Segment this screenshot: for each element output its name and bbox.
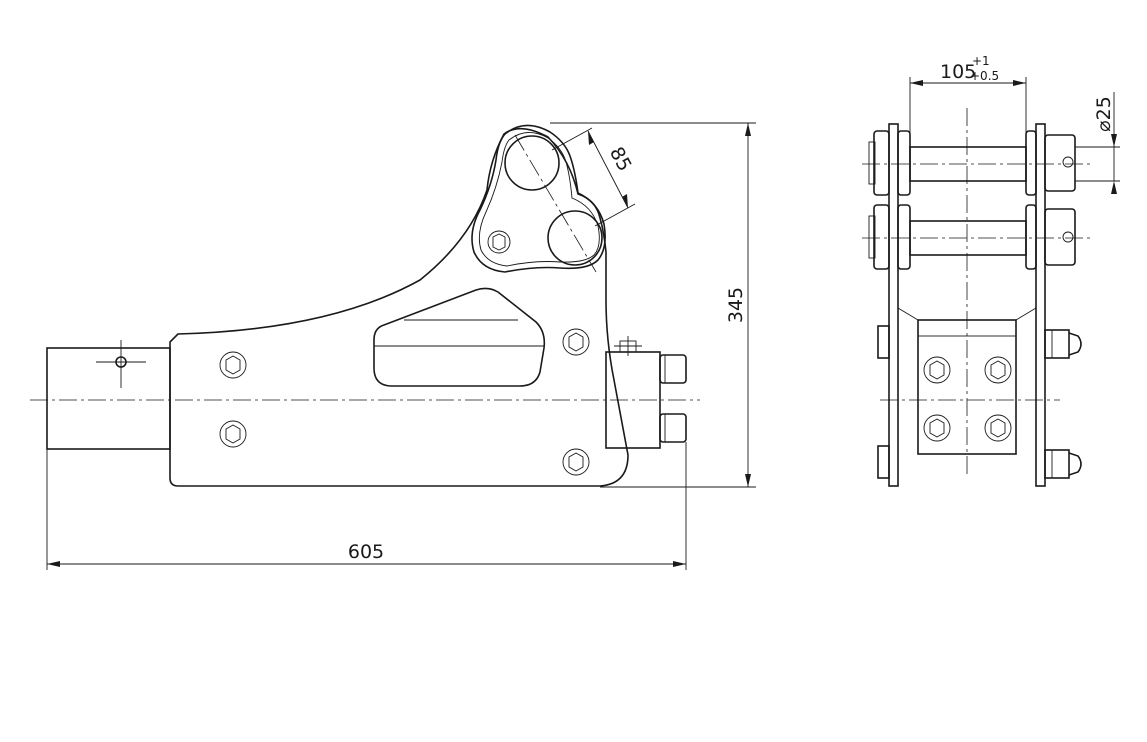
dim-pin-diameter: ⌀25 [1093, 96, 1115, 132]
body-bolt-4 [562, 448, 590, 476]
body-bolt-3 [562, 328, 590, 356]
dim-pin-width-upper-tol: +1 [972, 54, 990, 68]
front-view [862, 108, 1092, 487]
tool-housing [46, 347, 171, 450]
dim-pin-width: 105 [940, 61, 976, 83]
right-side-plate [1035, 123, 1046, 487]
upper-pin-1 [504, 135, 560, 191]
front-bolt-3 [923, 414, 951, 442]
body-bolt-2 [219, 420, 247, 448]
side-view [30, 124, 700, 487]
dim-overall-length: 605 [348, 541, 384, 563]
front-view-dimensions: 105 +1 +0.5 ⌀25 [909, 54, 1120, 194]
front-bolt-2 [984, 356, 1012, 384]
hydraulic-port-upper [659, 354, 687, 384]
upper-bracket [471, 124, 606, 273]
body-window [373, 287, 546, 387]
upper-bracket-inner [478, 132, 600, 267]
dim-pin-width-lower-tol: +0.5 [970, 69, 999, 83]
hydraulic-port-lower [659, 413, 687, 443]
side-view-dimensions: 605 345 85 [46, 122, 756, 570]
bracket-bolt [487, 230, 511, 254]
dim-pin-spacing: 85 [605, 143, 636, 175]
main-body-outline [169, 127, 629, 487]
front-bolt-4 [984, 414, 1012, 442]
front-fitting-lower [1044, 449, 1082, 479]
front-bolt-1 [923, 356, 951, 384]
body-bolt-1 [219, 351, 247, 379]
front-fitting-upper [1044, 329, 1082, 359]
left-side-plate [888, 123, 899, 487]
upper-pin-2 [547, 210, 603, 266]
dim-overall-height: 345 [725, 287, 747, 323]
